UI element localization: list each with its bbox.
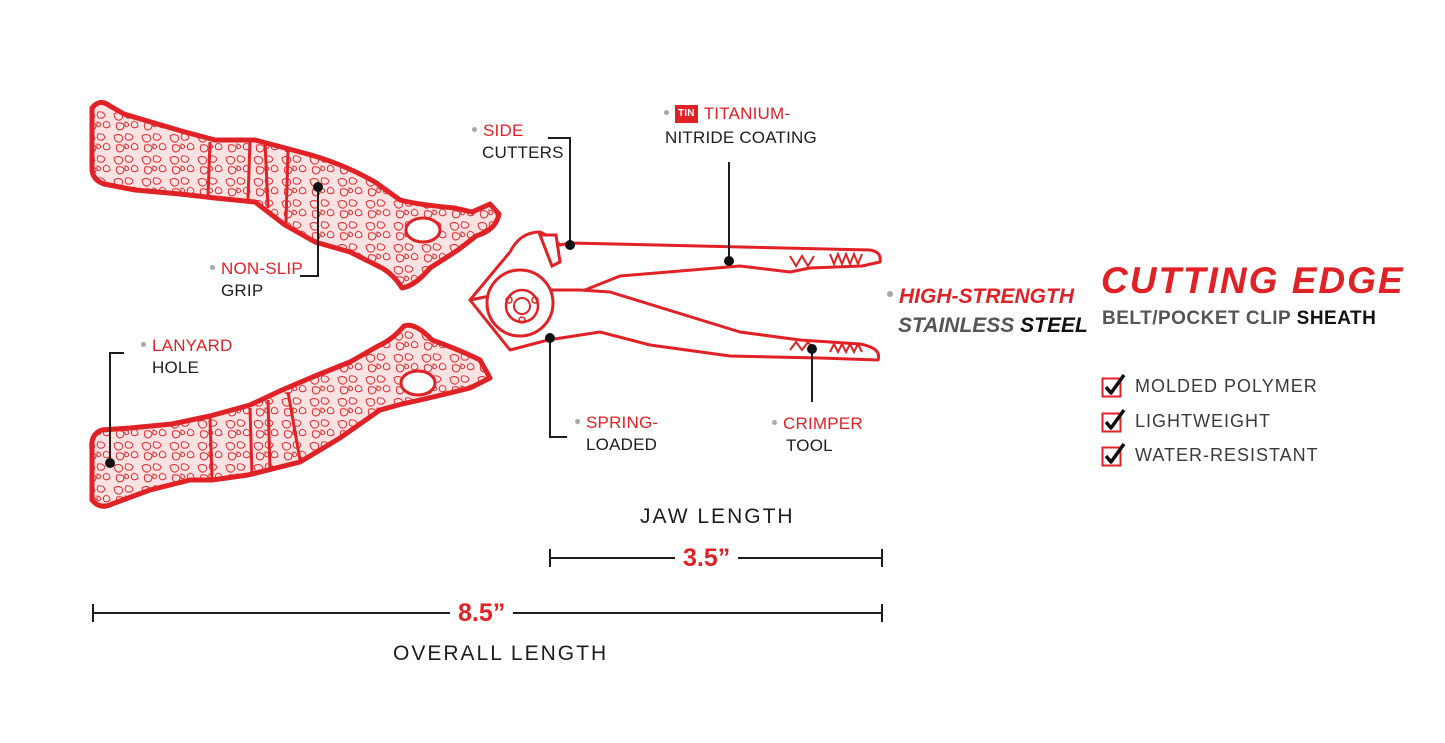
crimper-tool-label: CRIMPER TOOL — [772, 413, 863, 457]
jaw-length-title: JAW LENGTH — [640, 505, 795, 528]
lanyard-hole-label: LANYARD HOLE — [141, 335, 232, 379]
high-strength-steel-label: HIGH-STRENGTH STAINLESS STEEL — [887, 282, 1088, 340]
sheath-subtitle: BELT/POCKET CLIP SHEATH — [1102, 308, 1377, 329]
side-cutters-leader — [548, 137, 571, 245]
feature-label: MOLDED POLYMER — [1135, 375, 1318, 396]
bullet-dot — [575, 419, 580, 425]
jaw-length-value: 3.5” — [675, 543, 739, 573]
leader-lines — [109, 137, 813, 463]
feature-label: LIGHTWEIGHT — [1135, 410, 1271, 431]
bullet-dot — [472, 127, 477, 133]
non-slip-grip-label: NON-SLIP GRIP — [210, 258, 303, 302]
feature-item: MOLDED POLYMER — [1101, 373, 1318, 399]
bullet-dot — [772, 420, 777, 426]
spring-leader — [549, 338, 567, 438]
sheath-title: CUTTING EDGE — [1101, 260, 1405, 301]
spring-loaded-label: SPRING- LOADED — [575, 412, 658, 456]
checkbox-checked-icon — [1101, 373, 1126, 398]
leader-dots — [105, 182, 817, 468]
bullet-dot — [664, 110, 669, 116]
feature-label: WATER-RESISTANT — [1135, 444, 1319, 465]
tin-badge: TiN — [675, 104, 698, 123]
lanyard-leader — [109, 352, 124, 463]
non-slip-leader — [300, 187, 319, 277]
lower-grip-hole — [399, 369, 437, 397]
feature-item: LIGHTWEIGHT — [1101, 408, 1271, 434]
pivot — [485, 268, 555, 338]
bullet-dot — [210, 265, 215, 271]
bullet-dot — [141, 342, 146, 348]
checkbox-checked-icon — [1101, 408, 1126, 433]
checkbox-checked-icon — [1101, 442, 1126, 467]
upper-handle — [89, 100, 502, 291]
feature-item: WATER-RESISTANT — [1101, 442, 1319, 468]
bullet-dot — [887, 291, 893, 298]
lower-handle — [89, 322, 493, 509]
upper-grip-hole — [404, 216, 442, 244]
jaws — [468, 230, 882, 362]
overall-length-value: 8.5” — [450, 598, 514, 628]
overall-length-title: OVERALL LENGTH — [393, 642, 609, 665]
titanium-coating-label: TiNTITANIUM- NITRIDE COATING — [664, 104, 817, 147]
side-cutters-label: SIDE CUTTERS — [472, 120, 564, 164]
